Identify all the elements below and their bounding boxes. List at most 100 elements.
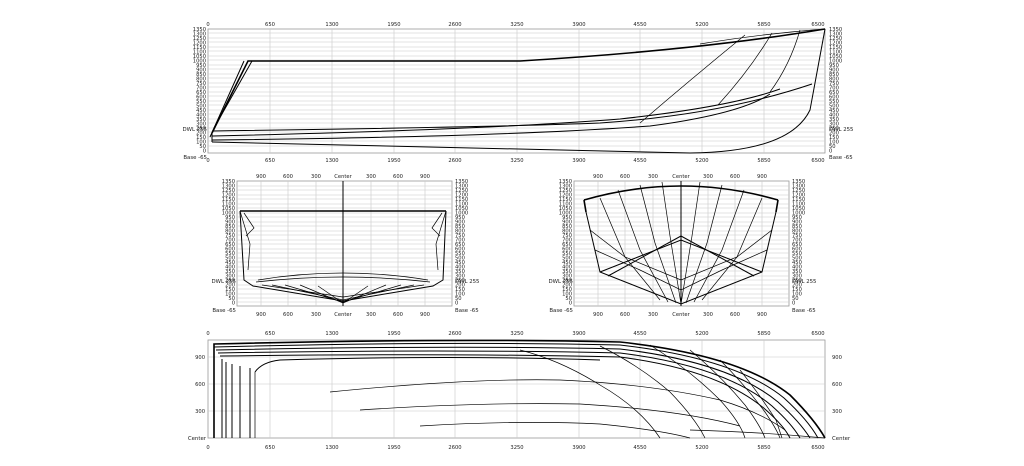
plan-bottom-tick: 650 <box>265 445 275 451</box>
bow-bottom-tick: 900 <box>593 312 603 318</box>
bow-right-tick: 500 <box>792 256 802 262</box>
profile-left-tick: 600 <box>196 95 206 101</box>
stern-left-tick: 250 <box>225 278 235 284</box>
profile-top-tick: 4550 <box>633 22 646 28</box>
bow-dwl-left: DWL 255 <box>549 279 574 285</box>
bow-bottom-tick: 600 <box>730 312 740 318</box>
bow-right-tick: 1200 <box>792 193 805 199</box>
stern-right-tick: 600 <box>455 247 465 253</box>
bow-left-tick: 850 <box>562 224 572 230</box>
bow-right-tick: 1300 <box>792 184 805 190</box>
stern-left-tick: 1300 <box>222 184 235 190</box>
plan-top-tick: 2600 <box>448 331 461 337</box>
stern-right-tick: 300 <box>455 274 465 280</box>
bow-left-tick: 1150 <box>559 197 572 203</box>
bow-right-tick: 150 <box>792 287 802 293</box>
profile-left-tick: 500 <box>196 104 206 110</box>
stern-left-tick: 1100 <box>222 202 235 208</box>
stern-left-tick: 500 <box>225 256 235 262</box>
profile-right-tick: 900 <box>829 68 839 74</box>
profile-left-tick: 100 <box>196 140 206 146</box>
profile-bottom-tick: 1950 <box>387 158 400 164</box>
bow-right-tick: 400 <box>792 265 802 271</box>
stern-dwl-right: DWL 255 <box>455 279 480 285</box>
bow-labels: 900 600 300 Center 300 600 900 900 600 3… <box>549 174 817 318</box>
bow-right-tick: 250 <box>792 278 802 284</box>
bow-right-tick: 350 <box>792 269 802 275</box>
bow-left-tick: 350 <box>562 269 572 275</box>
profile-right-tick: 750 <box>829 81 839 87</box>
stern-hull-lines <box>239 181 447 306</box>
profile-left-tick: 400 <box>196 113 206 119</box>
profile-left-tick: 450 <box>196 108 206 114</box>
stern-left-tick: 1050 <box>222 206 235 212</box>
profile-left-tick: 350 <box>196 117 206 123</box>
profile-right-tick: 250 <box>829 126 839 132</box>
stern-right-tick: 850 <box>455 224 465 230</box>
plan-top-tick: 3900 <box>572 331 585 337</box>
plan-bottom-tick: 6500 <box>811 445 824 451</box>
stern-top-tick: 900 <box>420 174 430 180</box>
bow-bottom-tick: Center <box>672 312 690 318</box>
profile-top-tick: 0 <box>206 22 209 28</box>
bow-left-tick: 900 <box>562 220 572 226</box>
profile-bottom-tick: 6500 <box>811 158 824 164</box>
stern-left-tick: 600 <box>225 247 235 253</box>
profile-right-tick: 400 <box>829 113 839 119</box>
plan-top-tick: 3250 <box>510 331 523 337</box>
plan-right-tick: 300 <box>832 409 842 415</box>
bow-left-tick: 450 <box>562 260 572 266</box>
plan-top-tick: 6500 <box>811 331 824 337</box>
stern-left-tick: 0 <box>232 301 235 307</box>
stern-right-tick: 1100 <box>455 202 468 208</box>
bow-left-tick: 1100 <box>559 202 572 208</box>
profile-left-tick: 900 <box>196 68 206 74</box>
stern-left-tick: 1150 <box>222 197 235 203</box>
stern-right-tick: 650 <box>455 242 465 248</box>
bow-right-tick: 800 <box>792 229 802 235</box>
profile-left-tick: 1200 <box>193 41 206 47</box>
profile-labels: 0 650 1300 1950 2600 3250 3900 4550 5200… <box>183 22 854 164</box>
profile-right-tick: 100 <box>829 140 839 146</box>
plan-bottom-tick: 5200 <box>695 445 708 451</box>
bow-left-tick: 1350 <box>559 179 572 185</box>
bow-right-tick: 850 <box>792 224 802 230</box>
profile-left-tick: 1150 <box>193 45 206 51</box>
plan-view: 0 650 1300 1950 2600 3250 3900 4550 5200… <box>188 331 851 451</box>
profile-left-tick: 1100 <box>193 50 206 56</box>
profile-right-tick: 650 <box>829 90 839 96</box>
plan-top-tick: 0 <box>206 331 209 337</box>
plan-bottom-tick: 2600 <box>448 445 461 451</box>
stern-bottom-tick: 600 <box>393 312 403 318</box>
plan-bottom-tick: 1300 <box>325 445 338 451</box>
profile-right-tick: 1300 <box>829 32 842 38</box>
bow-right-tick: 1350 <box>792 179 805 185</box>
profile-base-right: Base -65 <box>829 155 853 161</box>
bow-right-tick: 650 <box>792 242 802 248</box>
profile-left-tick: 1050 <box>193 54 206 60</box>
profile-right-tick: 50 <box>829 144 836 150</box>
bow-right-tick: 700 <box>792 238 802 244</box>
stern-bottom-tick: 900 <box>420 312 430 318</box>
profile-right-tick: 150 <box>829 135 839 141</box>
profile-left-tick: 150 <box>196 135 206 141</box>
stern-labels: 900 600 300 Center 300 600 900 900 600 3… <box>212 174 480 318</box>
bow-left-tick: 750 <box>562 233 572 239</box>
bow-left-tick: 1050 <box>559 206 572 212</box>
bow-bottom-tick: 300 <box>703 312 713 318</box>
stern-top-tick: Center <box>334 174 352 180</box>
profile-right-tick: 1100 <box>829 50 842 56</box>
stern-right-tick: 500 <box>455 256 465 262</box>
stern-left-tick: 850 <box>225 224 235 230</box>
profile-dwl-left: DWL 255 <box>183 127 208 133</box>
plan-left-tick: 900 <box>195 355 205 361</box>
plan-top-tick: 1950 <box>387 331 400 337</box>
stern-bottom-tick: Center <box>334 312 352 318</box>
bow-right-tick: 1100 <box>792 202 805 208</box>
bow-left-tick: 500 <box>562 256 572 262</box>
profile-right-tick: 550 <box>829 99 839 105</box>
stern-right-tick: 450 <box>455 260 465 266</box>
bow-left-tick: 300 <box>562 274 572 280</box>
stern-top-tick: 900 <box>256 174 266 180</box>
stern-top-tick: 600 <box>393 174 403 180</box>
